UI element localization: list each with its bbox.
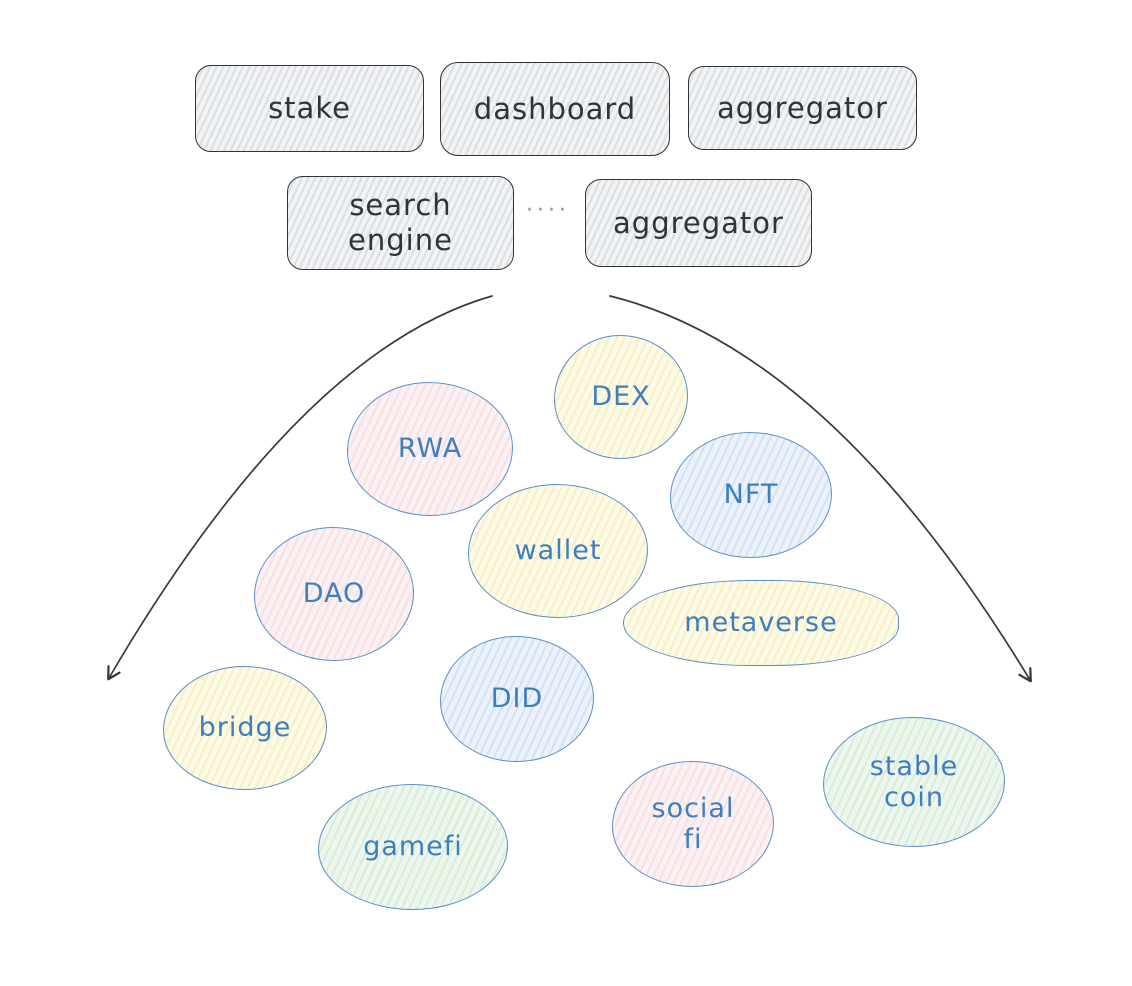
bubble-rwa-label: RWA — [397, 433, 463, 465]
bubble-social-fi: social fi — [612, 761, 774, 887]
bubble-rwa: RWA — [347, 382, 513, 516]
bubble-wallet: wallet — [468, 484, 648, 618]
box-aggregator-second: aggregator — [585, 179, 812, 267]
bubble-social-fi-label: social fi — [651, 792, 735, 855]
box-aggregator-top-label: aggregator — [717, 90, 888, 125]
bubble-did: DID — [440, 636, 594, 762]
bubble-stable-coin-label: stable coin — [869, 750, 959, 813]
box-aggregator-top: aggregator — [688, 66, 917, 150]
bubble-dao-label: DAO — [302, 578, 366, 610]
bubble-did-label: DID — [490, 683, 544, 715]
box-dashboard: dashboard — [440, 62, 670, 156]
bubble-bridge: bridge — [163, 666, 327, 790]
box-aggregator-second-label: aggregator — [613, 205, 784, 240]
bubble-metaverse: metaverse — [623, 580, 899, 666]
box-stake: stake — [195, 65, 424, 152]
bubble-gamefi: gamefi — [318, 784, 508, 910]
bubble-bridge-label: bridge — [198, 712, 292, 744]
bubble-wallet-label: wallet — [514, 535, 602, 567]
box-search-engine: search engine — [287, 176, 514, 270]
bubble-gamefi-label: gamefi — [363, 831, 463, 863]
box-dashboard-label: dashboard — [473, 91, 637, 126]
bubble-dao: DAO — [254, 527, 414, 661]
bubble-dex-label: DEX — [591, 381, 651, 413]
connector-dots: ···· — [526, 198, 570, 223]
bubble-nft: NFT — [670, 432, 832, 558]
bubble-metaverse-label: metaverse — [684, 607, 838, 639]
bubble-dex: DEX — [554, 335, 688, 459]
box-stake-label: stake — [268, 91, 351, 126]
bubble-nft-label: NFT — [723, 479, 779, 511]
bubble-stable-coin: stable coin — [823, 717, 1005, 847]
box-search-engine-label: search engine — [348, 188, 453, 257]
